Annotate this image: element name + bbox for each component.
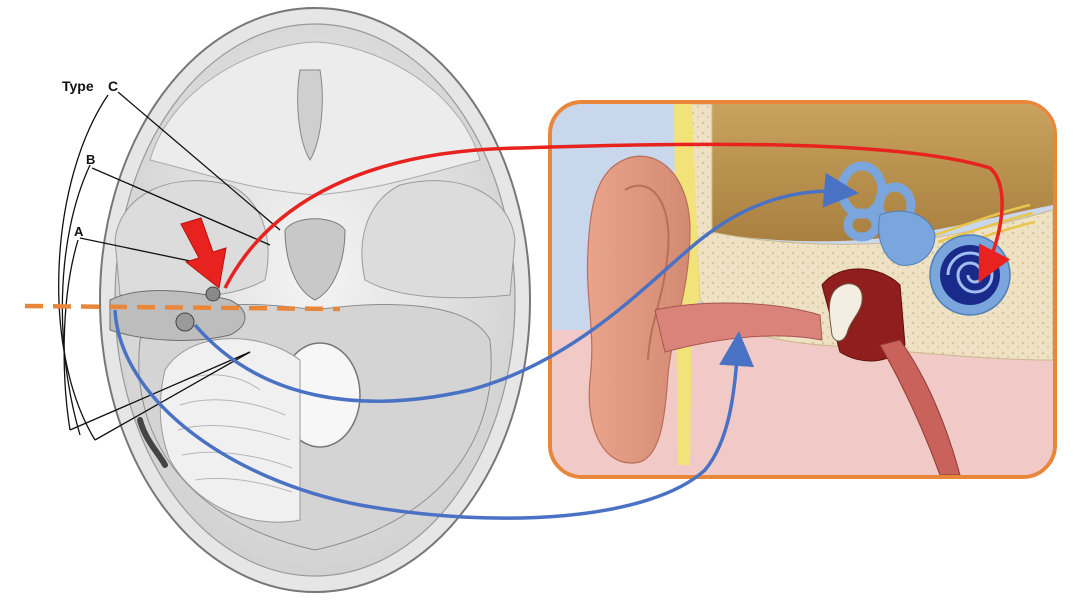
brain-region: [712, 104, 1053, 242]
skull-base-illustration: [99, 7, 531, 593]
middle-ear-landmark: [175, 312, 195, 332]
section-plane-line: [24, 303, 341, 312]
type-c-label: C: [108, 78, 118, 94]
type-classification-scale: [58, 91, 281, 441]
auricle: [586, 155, 691, 464]
red-block-arrow-icon: [180, 217, 227, 289]
middle-cranial-fossa-right: [361, 180, 516, 299]
sigmoid-sinus: [137, 417, 168, 468]
type-c-leader: [117, 91, 281, 231]
ossicles: [828, 283, 863, 342]
crista-galli: [297, 69, 323, 161]
cochlea: [929, 234, 1011, 316]
blue-connector-arrow-upper: [193, 172, 859, 403]
red-connector-arrow: [223, 142, 1011, 289]
type-label: Type: [62, 78, 94, 94]
petrous-temporal-bone: [109, 290, 246, 341]
type-b-arc: [61, 164, 91, 436]
auricle-fold: [624, 184, 670, 361]
cerebellum-folia: [177, 374, 293, 493]
sella-turcica: [284, 218, 346, 301]
type-a-label: A: [74, 224, 84, 239]
type-b-leader: [91, 167, 271, 246]
internal-acoustic-meatus: [205, 286, 221, 302]
eustachian-tube: [879, 339, 961, 475]
external-auditory-canal: [654, 302, 823, 353]
ear-anatomy-illustration: [548, 100, 1057, 479]
type-c-arc: [58, 94, 109, 441]
type-b-label: B: [86, 152, 95, 167]
vestibule: [878, 210, 936, 266]
blue-connector-arrow-lower: [113, 309, 755, 520]
type-a-leader: [79, 237, 196, 263]
type-a-arc: [63, 239, 79, 431]
